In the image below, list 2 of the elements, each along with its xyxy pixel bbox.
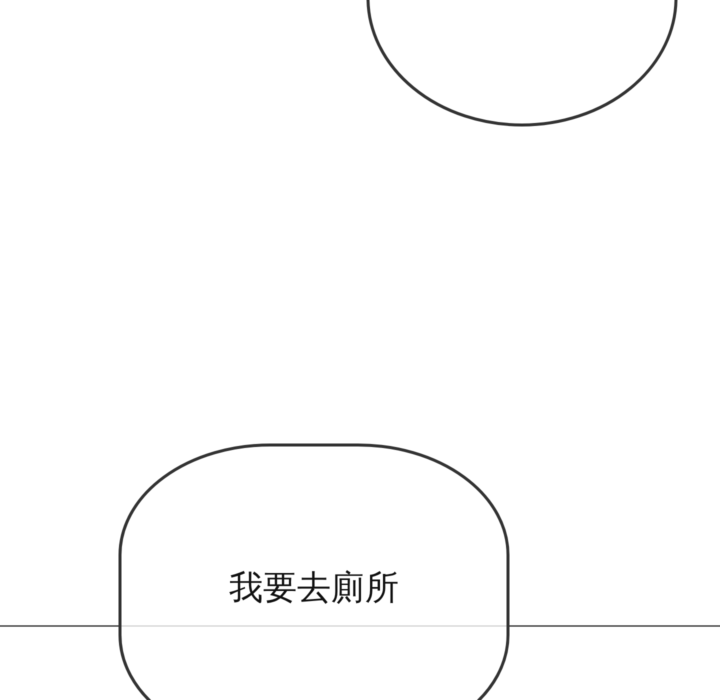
speech-bubble: [366, 0, 678, 128]
speech-text: 我要去廁所: [228, 567, 400, 610]
